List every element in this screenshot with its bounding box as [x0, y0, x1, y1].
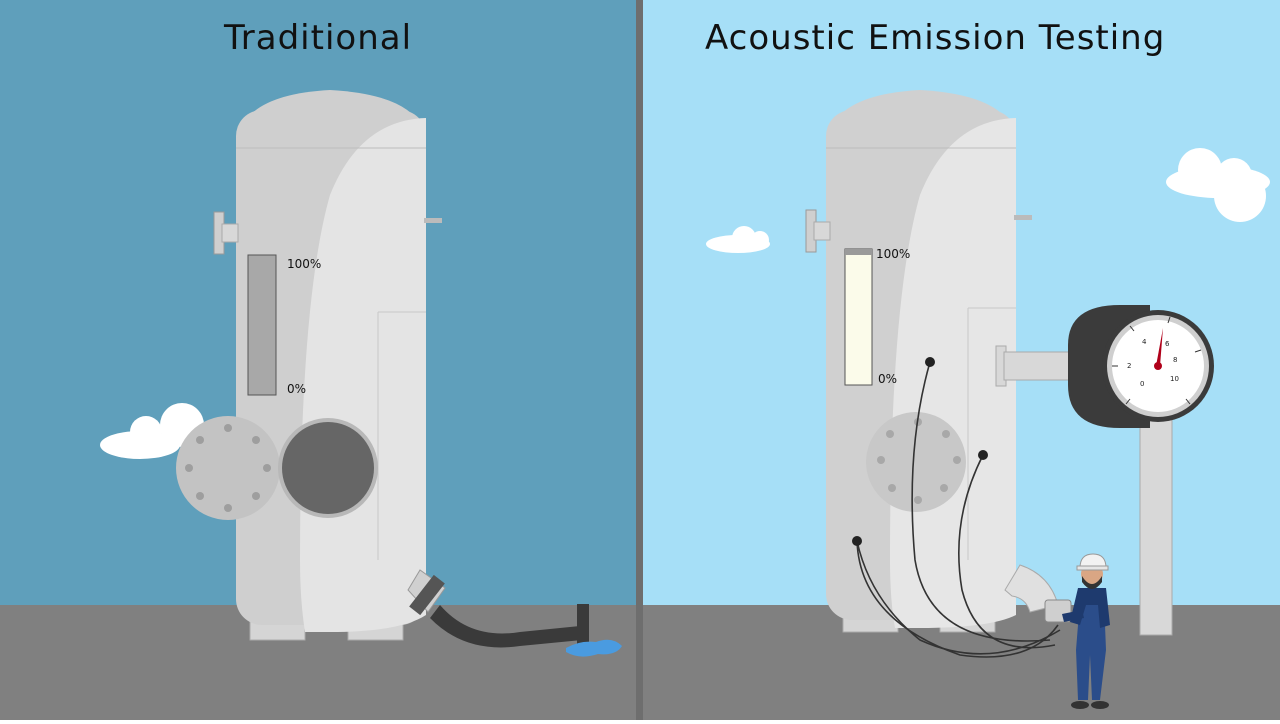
cloud-icon — [706, 226, 770, 253]
gauge-tick-4: 4 — [1142, 338, 1147, 346]
left-level-bottom-label: 0% — [287, 382, 306, 396]
left-level-top-label: 100% — [287, 257, 321, 271]
panel-title-acoustic-emission-testing: Acoustic Emission Testing — [705, 18, 1166, 58]
panel-divider — [636, 0, 643, 720]
water-puddle-icon — [566, 639, 622, 657]
sensor-icon — [925, 357, 935, 367]
sensor-icon — [978, 450, 988, 460]
level-gauge-right — [844, 248, 873, 386]
cloud-icon — [1166, 148, 1270, 222]
gauge-tick-8: 8 — [1173, 356, 1177, 364]
panel-title-traditional: Traditional — [224, 18, 413, 58]
gauge-tick-10: 10 — [1170, 375, 1179, 383]
right-level-top-label: 100% — [876, 247, 910, 261]
right-level-bottom-label: 0% — [878, 372, 897, 386]
sensor-cables — [856, 361, 1061, 658]
level-gauge-left — [247, 254, 277, 396]
gauge-tick-6: 6 — [1165, 340, 1170, 348]
sensor-icon — [852, 536, 862, 546]
pressure-vessel-left — [176, 90, 589, 648]
pressure-gauge-icon: 0 2 4 6 8 10 — [995, 305, 1214, 636]
gauge-tick-0: 0 — [1140, 380, 1144, 388]
worker-icon — [1044, 553, 1110, 709]
gauge-tick-2: 2 — [1127, 362, 1131, 370]
